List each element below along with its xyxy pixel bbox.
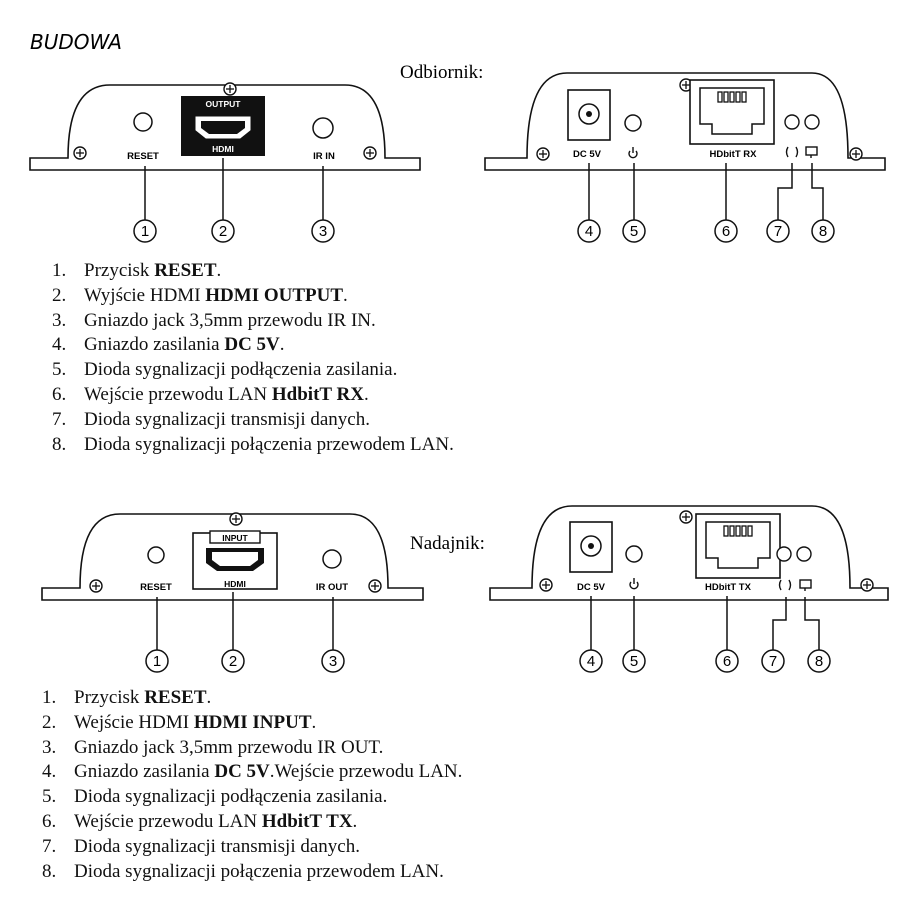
- screw-icon: [89, 579, 103, 593]
- receiver-label: Odbiornik:: [400, 62, 484, 83]
- input-tag: INPUT: [222, 533, 248, 543]
- transmitter-front-panel: RESET INPUT HDMI IR OUT: [41, 512, 424, 650]
- callout-3: 3: [329, 653, 337, 670]
- hdmi-input-port: INPUT HDMI: [192, 530, 278, 590]
- screw-icon: [73, 146, 87, 160]
- reset-button-icon: [147, 546, 165, 564]
- screw-icon: [536, 147, 550, 161]
- receiver-front-panel: RESET OUTPUT HDMI IR IN: [29, 82, 421, 220]
- dc-label: DC 5V: [577, 582, 606, 593]
- list-item: 5.Dioda sygnalizacji podłączenia zasilan…: [52, 359, 398, 381]
- power-symbol-icon: [628, 147, 638, 159]
- list-item: 3.Gniazdo jack 3,5mm przewodu IR OUT.: [42, 736, 384, 758]
- callout-7: 7: [769, 653, 777, 670]
- callout-4: 4: [585, 223, 593, 240]
- hdmi-output-port: OUTPUT HDMI: [181, 96, 265, 156]
- callout-6: 6: [723, 653, 731, 670]
- callout-2: 2: [219, 223, 227, 240]
- screw-icon: [229, 512, 243, 526]
- list-item: 4.Gniazdo zasilania DC 5V.Wejście przewo…: [42, 761, 463, 783]
- hdmi-label: HDMI: [212, 144, 234, 154]
- list-item: 2.Wyjście HDMI HDMI OUTPUT.: [52, 284, 348, 306]
- screw-icon: [539, 578, 553, 592]
- list-item: 1.Przycisk RESET.: [42, 687, 212, 708]
- screw-icon: [679, 510, 693, 524]
- transmitter-back-panel: DC 5V HDbitT TX: [489, 505, 889, 650]
- transmitter-label: Nadajnik:: [410, 533, 485, 554]
- transmitter-parts-list: 1.Przycisk RESET. 2.Wejście HDMI HDMI IN…: [42, 686, 462, 884]
- data-symbol-icon: [778, 579, 782, 591]
- section-title: BUDOWA: [30, 30, 122, 54]
- callout-8: 8: [819, 223, 827, 240]
- list-item: 2.Wejście HDMI HDMI INPUT.: [42, 711, 317, 733]
- reset-label: RESET: [127, 151, 159, 162]
- data-led-icon: [776, 546, 792, 562]
- hdmi-label: HDMI: [224, 579, 246, 589]
- callout-3: 3: [319, 223, 327, 240]
- rj45-tx-port-icon: [695, 513, 781, 579]
- callout-5: 5: [630, 223, 638, 240]
- reset-label: RESET: [140, 582, 172, 593]
- callout-7: 7: [774, 223, 782, 240]
- ir-out-jack-icon: [322, 549, 342, 569]
- list-item: 4.Gniazdo zasilania DC 5V.: [52, 334, 285, 356]
- dc-jack-icon: [567, 89, 611, 141]
- screw-icon: [223, 82, 237, 96]
- data-led-icon: [784, 114, 800, 130]
- list-item: 8.Dioda sygnalizacji połączenia przewode…: [42, 860, 444, 882]
- callout-2: 2: [229, 653, 237, 670]
- callout-1: 1: [141, 223, 149, 240]
- power-led-icon: [624, 114, 642, 132]
- ir-in-jack-icon: [312, 117, 334, 139]
- list-item: 6.Wejście przewodu LAN HdbitT RX.: [52, 383, 369, 405]
- dc-label: DC 5V: [573, 149, 602, 160]
- rx-label: HDbitT RX: [710, 149, 758, 160]
- screw-icon: [849, 147, 863, 161]
- output-tag: OUTPUT: [206, 99, 242, 109]
- rj45-rx-port-icon: [689, 79, 775, 145]
- screw-icon: [363, 146, 377, 160]
- tx-label: HDbitT TX: [705, 582, 752, 593]
- ir-out-label: IR OUT: [316, 582, 348, 593]
- receiver-back-panel: DC 5V HDbitT RX: [484, 72, 886, 220]
- callout-6: 6: [722, 223, 730, 240]
- callout-1: 1: [153, 653, 161, 670]
- list-item: 7.Dioda sygnalizacji transmisji danych.: [42, 835, 360, 857]
- callout-5: 5: [630, 653, 638, 670]
- data-symbol-icon: [785, 146, 789, 158]
- callout-4: 4: [587, 653, 595, 670]
- callout-8: 8: [815, 653, 823, 670]
- list-item: 8.Dioda sygnalizacji połączenia przewode…: [52, 433, 454, 455]
- screw-icon: [860, 578, 874, 592]
- power-symbol-icon: [629, 578, 639, 590]
- list-item: 1.Przycisk RESET.: [52, 260, 222, 281]
- dc-jack-icon: [569, 521, 613, 573]
- list-item: 3.Gniazdo jack 3,5mm przewodu IR IN.: [52, 309, 376, 331]
- screw-icon: [368, 579, 382, 593]
- list-item: 7.Dioda sygnalizacji transmisji danych.: [52, 408, 370, 430]
- list-item: 6.Wejście przewodu LAN HdbitT TX.: [42, 810, 358, 832]
- reset-button-icon: [133, 112, 153, 132]
- link-led-icon: [796, 546, 812, 562]
- link-led-icon: [804, 114, 820, 130]
- ir-in-label: IR IN: [313, 151, 335, 162]
- receiver-parts-list: 1.Przycisk RESET. 2.Wyjście HDMI HDMI OU…: [52, 259, 454, 457]
- power-led-icon: [625, 545, 643, 563]
- list-item: 5.Dioda sygnalizacji podłączenia zasilan…: [42, 786, 388, 808]
